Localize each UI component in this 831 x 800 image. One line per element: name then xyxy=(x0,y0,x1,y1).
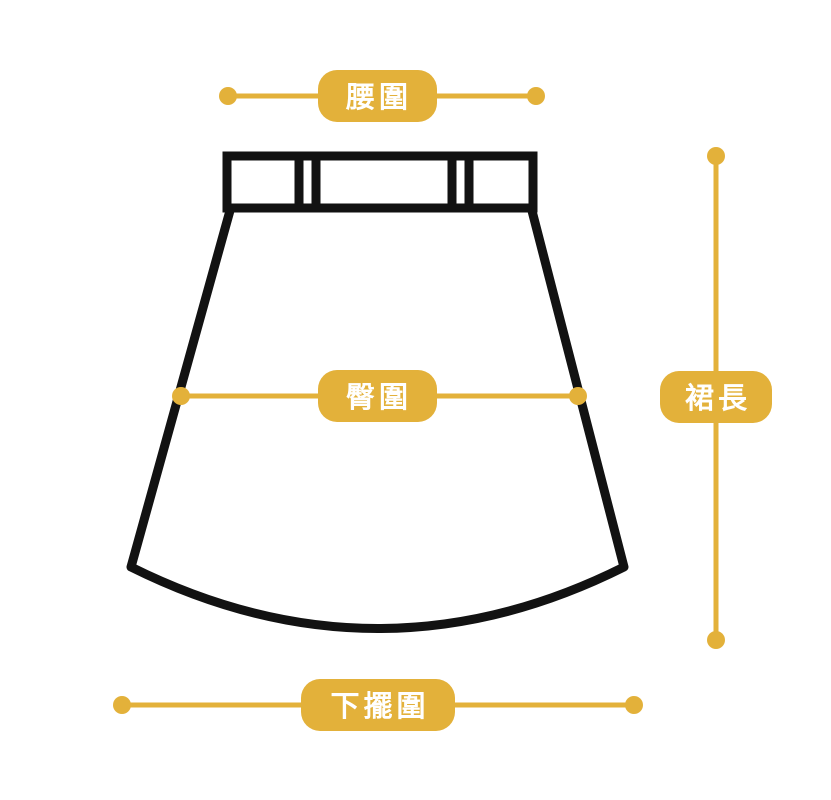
length-line-top-dot xyxy=(707,147,725,165)
hip-measurement: 臀圍 xyxy=(172,370,587,422)
hem-label-pill xyxy=(301,679,455,731)
length-label: 裙長 xyxy=(685,381,751,415)
hip-label: 臀圍 xyxy=(346,380,412,414)
hem-label: 下擺圍 xyxy=(330,689,429,723)
hem-line-left-dot xyxy=(113,696,131,714)
hip-label-pill xyxy=(318,370,437,422)
hem-measurement: 下擺圍 xyxy=(113,679,643,731)
skirt-waistband xyxy=(222,151,538,213)
waist-label-pill xyxy=(318,70,437,122)
waist-line-right-dot xyxy=(527,87,545,105)
hip-line-left-dot xyxy=(172,387,190,405)
length-line-bottom-dot xyxy=(707,631,725,649)
hem-line-right-dot xyxy=(625,696,643,714)
waist-measurement: 腰圍 xyxy=(219,70,545,122)
length-measurement: 裙長 xyxy=(660,147,772,649)
hip-line-right-dot xyxy=(569,387,587,405)
waist-label: 腰圍 xyxy=(345,80,412,114)
length-label-pill xyxy=(660,371,772,423)
waist-line-left-dot xyxy=(219,87,237,105)
